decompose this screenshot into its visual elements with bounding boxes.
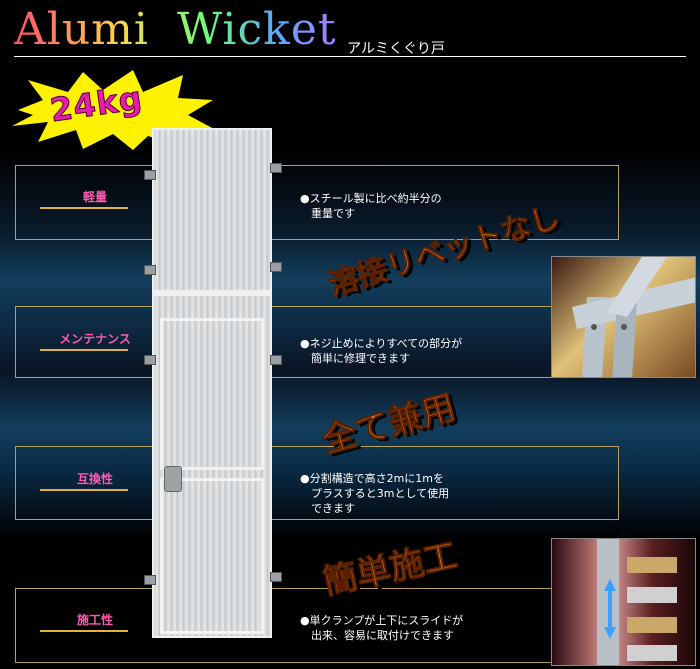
title-word-wicket: Wicket (176, 4, 337, 55)
hinge-icon (144, 355, 156, 365)
hinge-icon (144, 575, 156, 585)
feature-panel-compatibility (15, 446, 619, 520)
door-lower-panel (160, 478, 264, 634)
feature-desc-lightweight: ●スチール製に比べ約半分の 重量です (300, 192, 442, 220)
feature-label-maintenance: メンテナンス (59, 332, 131, 346)
feature-desc-installation: ●単クランプが上下にスライドが 出来、容易に取付けできます (300, 614, 464, 642)
clamp-illustration (597, 539, 677, 665)
title-word-alumi: Alumi (14, 4, 149, 55)
feature-underline (40, 349, 128, 351)
feature-label-lightweight: 軽量 (82, 190, 107, 204)
feature-underline (40, 207, 128, 209)
feature-underline (40, 489, 128, 491)
feature-label-compatibility: 互換性 (76, 472, 113, 486)
hinge-icon (270, 355, 282, 365)
clamp-photo (551, 538, 696, 666)
door-lock-icon (164, 466, 182, 492)
feature-panel-lightweight (15, 165, 619, 240)
title-divider (14, 56, 686, 57)
hinge-icon (270, 163, 282, 173)
hinge-icon (270, 572, 282, 582)
page-title: Alumi Wicket (14, 4, 365, 55)
door-upper-section (152, 128, 272, 296)
feature-label-installation: 施工性 (76, 613, 113, 627)
door-middle-panel (160, 318, 264, 470)
feature-underline (40, 630, 128, 632)
hinge-icon (144, 170, 156, 180)
aluminum-door-image (152, 128, 272, 638)
feature-desc-maintenance: ●ネジ止めによりすべての部分が 簡単に修理できます (300, 337, 463, 365)
hinge-icon (144, 265, 156, 275)
frame-joint-illustration (572, 257, 695, 377)
page-subtitle: アルミくぐり戸 (347, 41, 445, 57)
frame-joint-photo (551, 256, 696, 378)
hinge-icon (270, 262, 282, 272)
feature-desc-compatibility: ●分割構造で高さ2mに1mを プラスすると3mとして使用 できます (300, 472, 450, 515)
